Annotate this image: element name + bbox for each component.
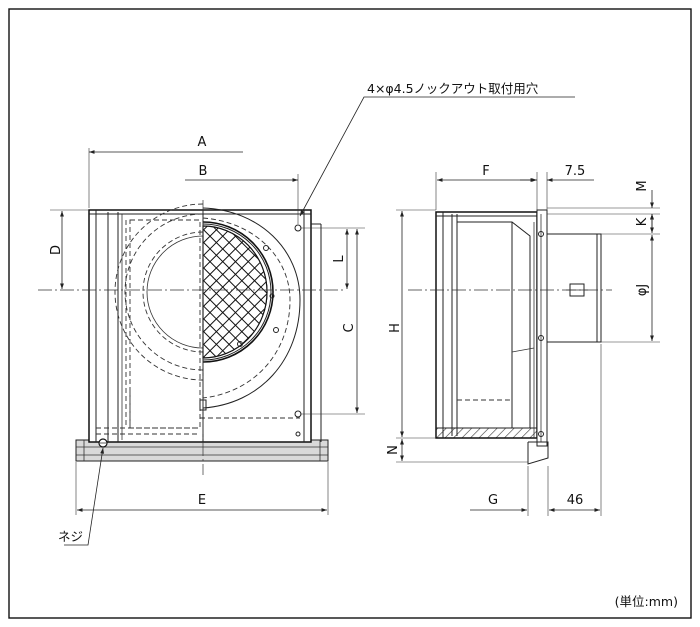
front-base-flange [75,439,329,462]
label-L: L [332,255,347,263]
label-K: K [635,217,650,226]
note-unit: (単位:mm) [615,594,678,609]
side-body [435,211,538,439]
knockout-hole [295,431,301,437]
label-phiJ: φJ [635,284,650,296]
label-H: H [388,323,403,333]
label-46: 46 [567,493,584,508]
label-B: B [199,164,208,179]
label-M: M [635,180,650,191]
note-screw: ネジ [58,529,83,544]
front-view [38,200,345,475]
label-D: D [49,245,64,255]
label-G: G [488,493,498,508]
duct-pipe [546,233,602,343]
drawing-frame [8,8,692,619]
label-E: E [198,493,206,508]
note-knockout-holes: 4×φ4.5ノックアウト取付用穴 [367,81,539,96]
label-N: N [386,445,401,455]
side-view [408,209,612,465]
label-C: C [342,323,357,332]
label-F: F [482,164,489,179]
label-7-5: 7.5 [565,164,586,179]
label-A: A [198,135,207,150]
